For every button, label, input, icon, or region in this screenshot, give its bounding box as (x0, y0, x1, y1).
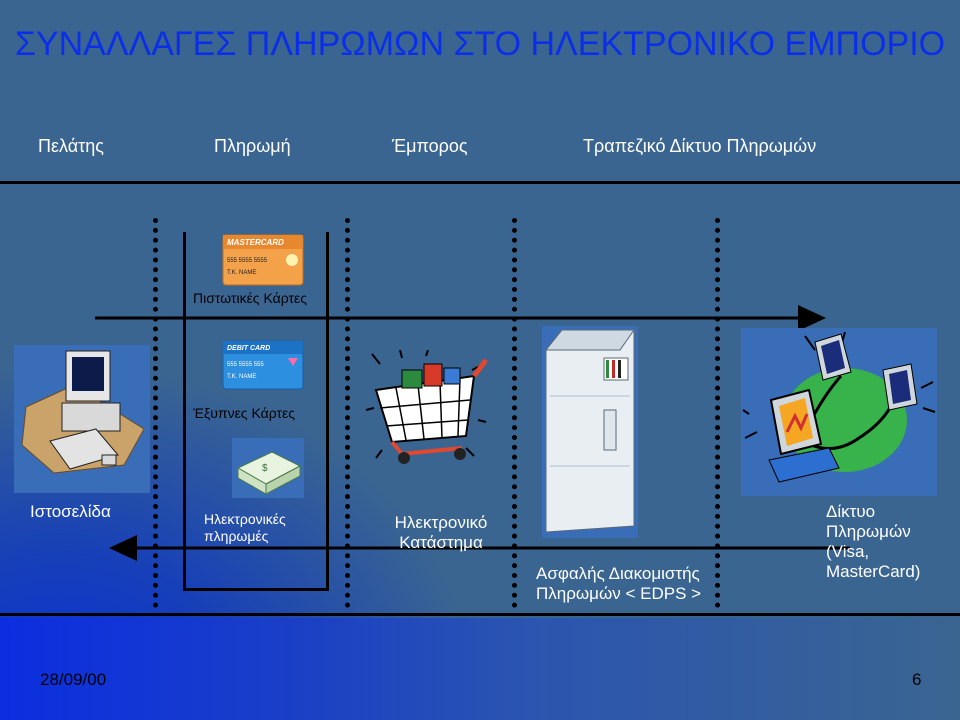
payment-box-bottom (183, 588, 329, 591)
svg-text:T.K. NAME: T.K. NAME (227, 374, 256, 380)
credit-cards-label: Πιστωτικές Κάρτες (193, 290, 307, 306)
svg-text:DEBIT CARD: DEBIT CARD (227, 345, 270, 352)
svg-text:T.K. NAME: T.K. NAME (227, 270, 256, 276)
shopping-cart-icon (365, 350, 488, 464)
slide-title: ΣΥΝΑΛΛΑΓΕΣ ΠΛΗΡΩΜΩΝ ΣΤΟ ΗΛΕΚΤΡΟΝΙΚΟ ΕΜΠΟ… (14, 25, 946, 63)
e-payments-label: Ηλεκτρονικές πληρωμές (204, 511, 286, 544)
debit-card-icon: DEBIT CARD 555 5555 555 T.K. NAME (222, 340, 304, 390)
dashed-divider-3 (512, 218, 517, 608)
dashed-divider-4 (715, 218, 720, 608)
credit-card-icon: MASTERCARD 555 5555 5555 T.K. NAME (222, 234, 304, 286)
dashed-divider-2 (345, 218, 350, 608)
column-network: Τραπεζικό Δίκτυο Πληρωμών (583, 136, 817, 156)
money-stack-icon: $ (232, 438, 304, 498)
arrow-left-head (109, 535, 137, 561)
computer-icon (14, 345, 150, 493)
payment-box-right (326, 232, 329, 590)
column-payment: Πληρωμή (214, 136, 291, 156)
column-merchant: Έμπορος (392, 136, 468, 156)
column-customer: Πελάτης (38, 136, 104, 156)
network-computers-icon (741, 328, 937, 496)
dashed-divider-1 (153, 218, 158, 608)
svg-text:555 5555 5555: 555 5555 5555 (227, 258, 268, 264)
server-icon (542, 326, 638, 538)
secure-server-label: Ασφαλής Διακομιστής Πληρωμών < EDPS > (536, 564, 702, 603)
smart-cards-label: Έξυπνες Κάρτες (193, 405, 295, 421)
website-label: Ιστοσελίδα (30, 502, 111, 521)
footer-date: 28/09/00 (40, 670, 107, 689)
page-number: 6 (912, 670, 922, 689)
e-store-label: Ηλεκτρονικό Κατάστημα (394, 513, 488, 552)
svg-text:555 5555 555: 555 5555 555 (227, 362, 264, 368)
svg-text:$: $ (262, 463, 268, 474)
svg-text:MASTERCARD: MASTERCARD (227, 238, 284, 247)
header-divider (0, 181, 960, 184)
arrow-right-head (798, 305, 826, 331)
footer-divider (0, 613, 960, 616)
payment-network-label: Δίκτυο Πληρωμών (Visa, MasterCard) (826, 502, 921, 581)
payment-box-left (183, 232, 186, 590)
footer-strip (0, 618, 960, 720)
